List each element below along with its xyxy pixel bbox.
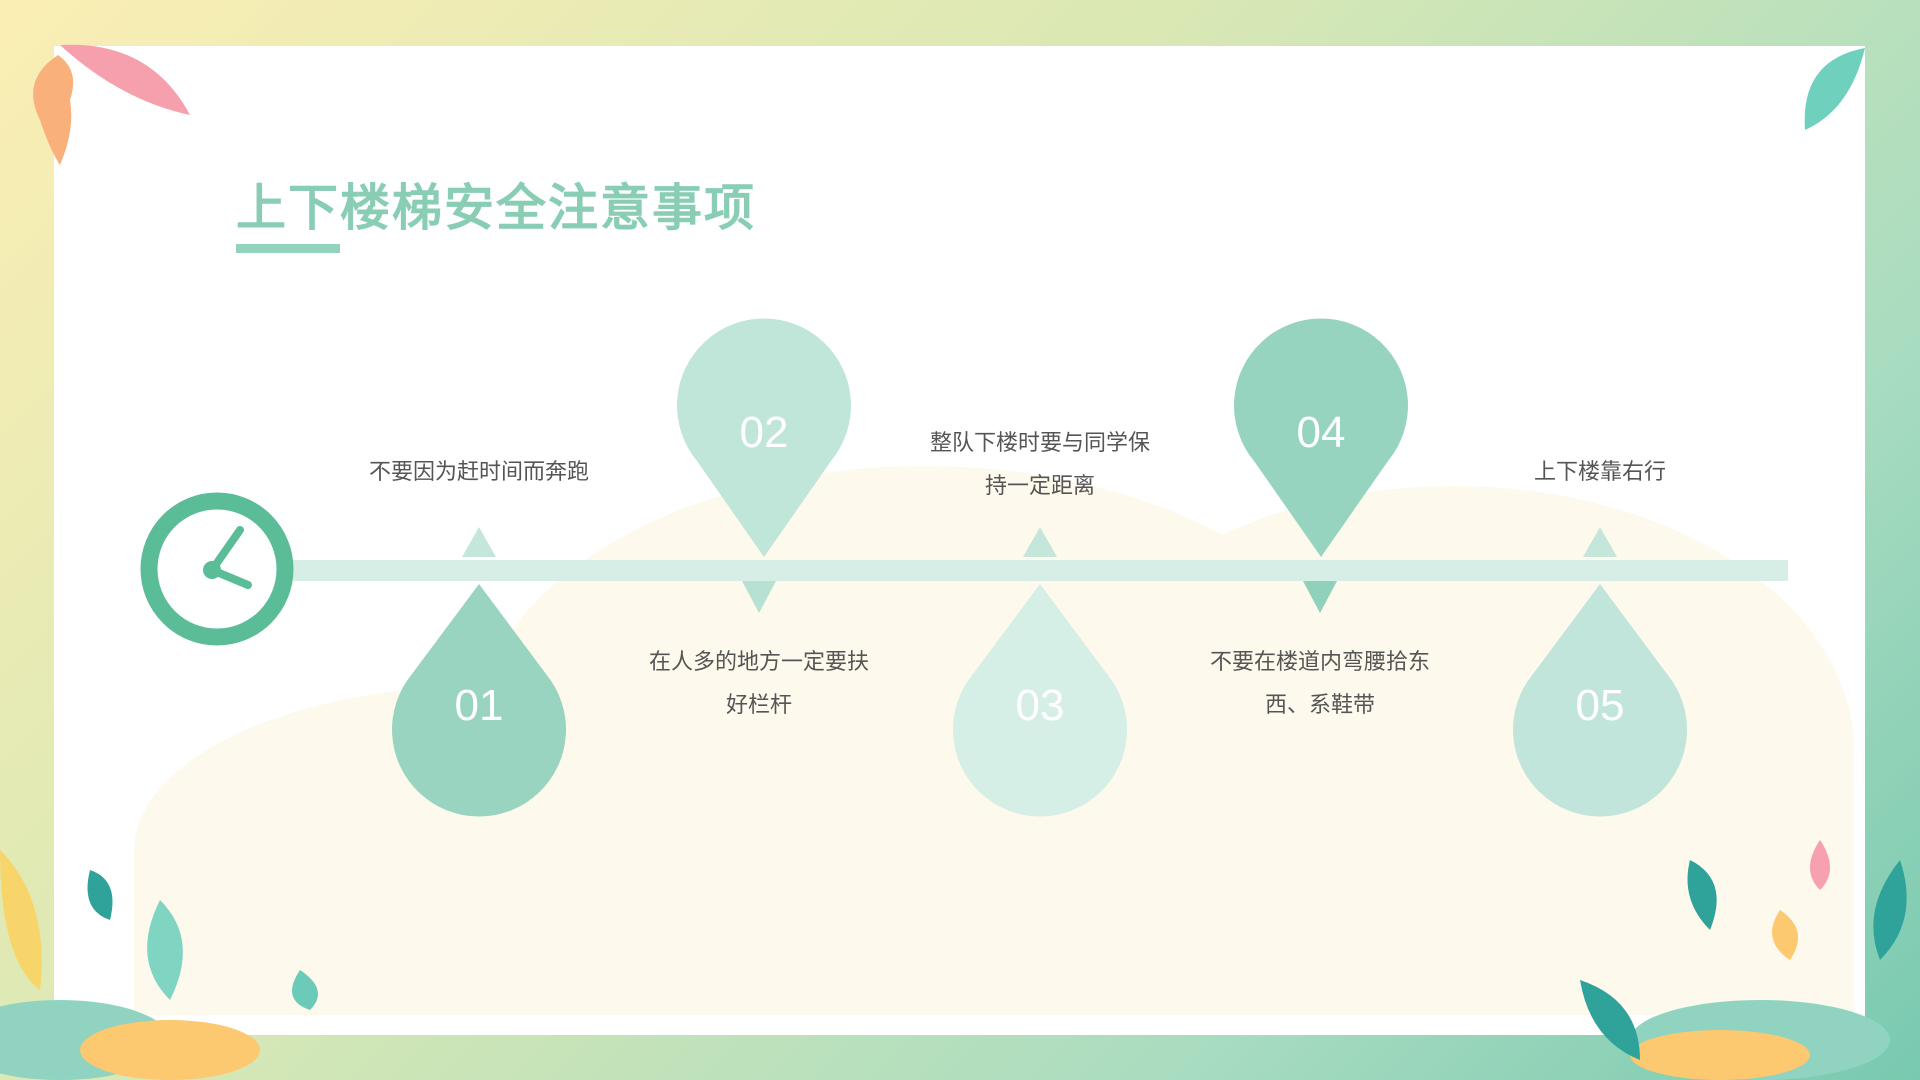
drop-05: 05 [1513,584,1687,817]
item-text-02: 在人多的地方一定要扶 好栏杆 [649,641,869,727]
drop-number: 02 [740,408,789,457]
item-line: 持一定距离 [984,474,1096,499]
item-line: 好栏杆 [725,693,793,718]
drop-shape [392,584,566,817]
pointer-triangle [462,527,496,557]
item-line: 上下楼靠右行 [1533,460,1667,485]
item-text-05: 上下楼靠右行 [1534,451,1666,494]
item-text-03: 整队下楼时要与同学保 持一定距离 [930,422,1150,508]
drop-number: 03 [1016,681,1065,730]
item-line: 整队下楼时要与同学保 [929,431,1151,456]
clock-icon [140,492,294,646]
leaf-top-left-icon [33,44,190,165]
item-line: 不要因为赶时间而奔跑 [368,460,590,485]
leaf-top-right-icon [1804,48,1865,130]
item-line: 不要在楼道内弯腰拾东 [1209,650,1431,675]
drop-03: 03 [953,584,1127,817]
item-text-04: 不要在楼道内弯腰拾东 西、系鞋带 [1210,641,1430,727]
item-line: 在人多的地方一定要扶 [648,650,870,675]
drop-shape [677,318,851,557]
plants-bottom-right-icon [1580,840,1907,1080]
item-text-01: 不要因为赶时间而奔跑 [369,451,589,494]
drop-shape [953,584,1127,817]
pointer-triangle [742,581,776,613]
drop-number: 01 [455,681,504,730]
page-title: 上下楼梯安全注意事项 [236,179,756,237]
drop-number: 05 [1576,681,1625,730]
pointer-triangle [1583,527,1617,557]
drop-shape [1234,318,1408,557]
plants-bottom-left-icon [0,850,318,1080]
pointer-triangle [1023,527,1057,557]
timeline-bar [290,560,1788,581]
drop-04: 04 [1234,318,1408,557]
drop-01: 01 [392,584,566,817]
drop-shape [1513,584,1687,817]
drop-02: 02 [677,318,851,557]
pointer-triangle [1303,581,1337,613]
drop-number: 04 [1297,408,1346,457]
item-line: 西、系鞋带 [1264,693,1376,718]
title-underline [236,244,340,253]
